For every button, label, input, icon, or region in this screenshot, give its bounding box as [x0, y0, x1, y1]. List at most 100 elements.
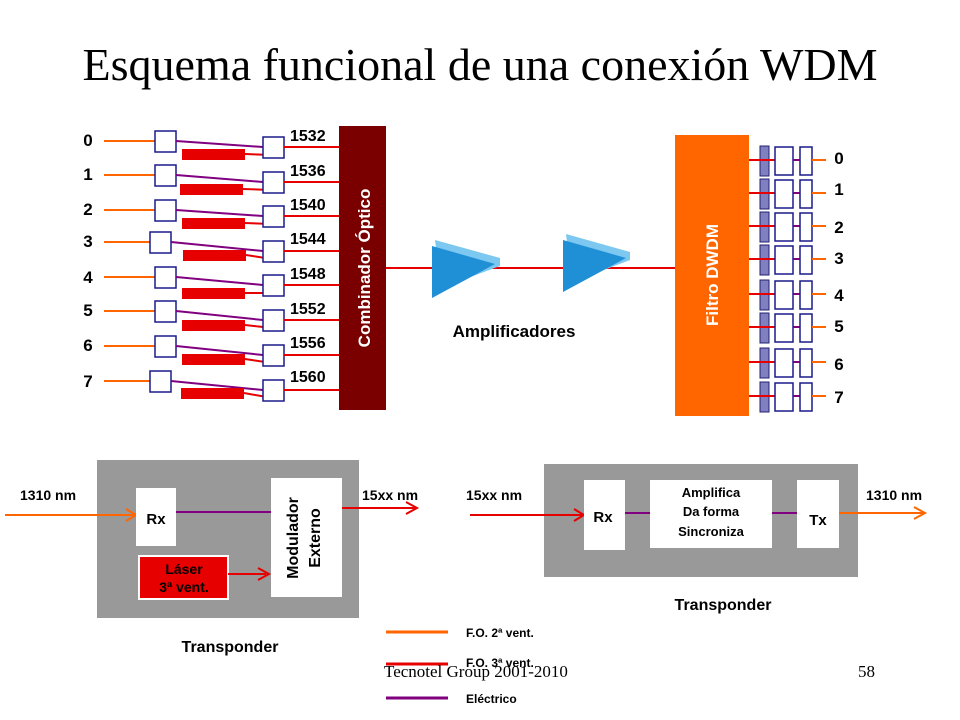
modulator-box	[262, 274, 285, 297]
channel-detector	[774, 245, 794, 275]
output-channel-0: 0	[749, 145, 844, 177]
channel-transmitter	[799, 382, 813, 412]
laser-line2: 3ª vent.	[159, 579, 209, 595]
input-channel-5: 5 1552	[83, 300, 339, 332]
input-channel-number: 4	[83, 268, 93, 287]
amplifier-2	[563, 234, 630, 292]
transponder-tx: 1310 nm Rx Modulador Externo Láser 3ª ve…	[5, 460, 420, 656]
channel-detector	[774, 146, 794, 176]
receiver-box	[154, 199, 177, 222]
input-channel-1: 1 1536	[83, 163, 339, 195]
electrical-line	[175, 276, 264, 286]
tx-caption: Transponder	[182, 639, 279, 656]
modulator-box	[262, 205, 285, 228]
output-channel-number: 1	[834, 180, 843, 199]
input-channel-number: 7	[83, 372, 92, 391]
channel-detector	[774, 179, 794, 209]
electrical-line	[175, 345, 264, 356]
wavelength-label: 1540	[290, 197, 326, 214]
channel-detector	[774, 212, 794, 242]
electrical-line	[175, 310, 264, 321]
laser	[181, 388, 244, 399]
modulator-box	[262, 240, 285, 263]
dwdm-filter	[675, 135, 749, 416]
input-channel-number: 6	[83, 336, 92, 355]
channel-detector	[774, 348, 794, 378]
rx-tx-box	[797, 480, 839, 548]
output-channel-1: 1	[749, 178, 844, 210]
rx-rx-label: Rx	[593, 509, 613, 526]
electrical-line	[175, 209, 264, 217]
transponder-rx: 15xx nm Rx Amplifica Da forma Sincroniza…	[466, 464, 928, 614]
output-array: 0 1 2 3 4 5 6 7	[749, 145, 844, 413]
laser-line1: Láser	[165, 561, 203, 577]
receiver-box	[149, 370, 172, 393]
wavelength-label: 1536	[290, 163, 326, 180]
laser	[182, 354, 245, 365]
receiver-box	[154, 266, 177, 289]
input-channel-number: 0	[83, 131, 92, 150]
modulator-box	[262, 309, 285, 332]
wavelength-label: 1556	[290, 335, 326, 352]
rx-caption: Transponder	[675, 597, 772, 614]
output-channel-7: 7	[749, 381, 844, 413]
amp-line3: Sincroniza	[678, 524, 745, 539]
amp-line2: Da forma	[683, 504, 740, 519]
electrical-line	[170, 241, 264, 252]
wavelength-label: 1552	[290, 301, 326, 318]
laser	[182, 218, 245, 229]
footer-company: Tecnotel Group 2001-2010	[384, 662, 568, 681]
output-channel-number: 4	[834, 286, 844, 305]
output-channel-number: 3	[834, 249, 843, 268]
tx-rx-label: Rx	[146, 511, 166, 528]
channel-transmitter	[799, 146, 813, 176]
laser	[180, 184, 243, 195]
modulator-box	[262, 171, 285, 194]
output-channel-number: 6	[834, 355, 843, 374]
channel-transmitter	[799, 280, 813, 310]
input-channel-number: 3	[83, 232, 92, 251]
laser	[182, 288, 245, 299]
input-channel-number: 1	[83, 165, 92, 184]
receiver-box	[154, 130, 177, 153]
output-channel-number: 5	[834, 317, 843, 336]
channel-transmitter	[799, 313, 813, 343]
channel-transmitter	[799, 348, 813, 378]
output-channel-2: 2	[749, 211, 844, 243]
channel-transmitter	[799, 245, 813, 275]
laser	[182, 320, 245, 331]
output-channel-5: 5	[749, 312, 844, 344]
legend-label-1: F.O. 3ª vent.	[466, 656, 534, 670]
electrical-line	[170, 380, 264, 391]
input-channel-6: 6 1556	[83, 335, 339, 367]
modulator-box	[262, 344, 285, 367]
output-channel-number: 7	[834, 388, 843, 407]
tx-rx-box	[136, 488, 176, 546]
legend-label-0: F.O. 2ª vent.	[466, 626, 534, 640]
wavelength-label: 1560	[290, 369, 326, 386]
laser	[182, 149, 245, 160]
optical-combiner	[339, 126, 386, 410]
output-channel-number: 0	[834, 149, 843, 168]
rx-input-label: 15xx nm	[466, 487, 522, 503]
output-channel-3: 3	[749, 244, 844, 276]
receiver-box	[154, 164, 177, 187]
input-channel-number: 5	[83, 301, 92, 320]
rx-tx-label: Tx	[809, 512, 827, 529]
channel-detector	[774, 313, 794, 343]
channel-transmitter	[799, 179, 813, 209]
modulator-box	[262, 379, 285, 402]
receiver-box	[154, 300, 177, 323]
laser-3rd-window	[138, 555, 229, 600]
reshaping-box	[650, 480, 772, 548]
electrical-line	[175, 174, 264, 183]
combiner-label: Combinador Óptico	[355, 189, 374, 348]
input-channel-7: 7 1560	[83, 369, 339, 402]
tx-output-label: 15xx nm	[362, 487, 418, 503]
receiver-box	[149, 231, 172, 254]
channel-transmitter	[799, 212, 813, 242]
